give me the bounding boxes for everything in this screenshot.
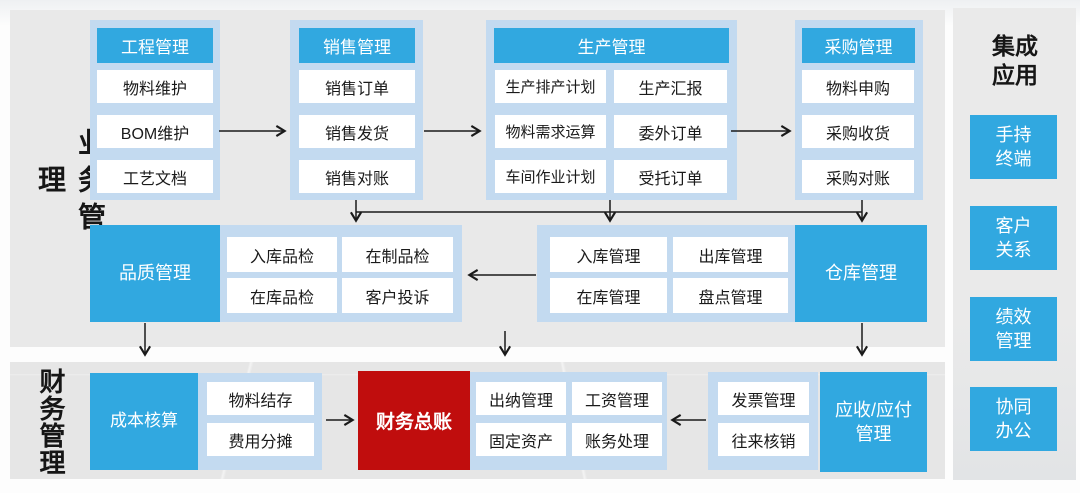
node-purchase-receipt: 采购收货 [802,115,914,148]
node-instock-management: 在库管理 [550,278,667,313]
node-production-report: 生产汇报 [614,70,727,103]
node-incoming-inspection: 入库品检 [227,237,337,272]
node-workshop-plan: 车间作业计划 [495,160,606,193]
quality-management-box: 品质管理 [90,225,220,322]
node-inprocess-inspection: 在制品检 [342,237,453,272]
node-accounting-processing: 账务处理 [572,423,662,456]
node-bom-maintenance: BOM维护 [97,115,213,148]
node-sales-order: 销售订单 [299,70,415,103]
ar-ap-management-label: 应收/应付管理 [834,399,912,444]
node-material-requisition: 物料申购 [802,70,914,103]
node-cashier-management: 出纳管理 [476,382,566,415]
cost-accounting-box: 成本核算 [90,373,198,470]
node-cost-allocation: 费用分摊 [207,423,314,456]
node-stock-inspection: 在库品检 [227,278,337,313]
node-sales-delivery: 销售发货 [299,115,415,148]
engineering-header: 工程管理 [97,28,213,63]
warehouse-management-box: 仓库管理 [795,225,927,322]
node-transaction-writeoff: 往来核销 [718,423,809,456]
finance-section-label: 财务管理 [36,368,66,476]
sales-header: 销售管理 [299,28,415,63]
app-collaborative-office: 协同办公 [970,387,1057,451]
node-outsourcing-order: 委外订单 [614,115,727,148]
node-mrp: 物料需求运算 [495,115,606,148]
node-material-balance: 物料结存 [207,382,314,415]
node-fixed-assets: 固定资产 [476,423,566,456]
procurement-header: 采购管理 [802,28,915,63]
node-outbound-management: 出库管理 [673,237,788,272]
node-sales-reconciliation: 销售对账 [299,160,415,193]
app-customer-relationship: 客户关系 [970,206,1057,270]
ar-ap-management-box: 应收/应付管理 [820,372,927,472]
node-purchase-reconciliation: 采购对账 [802,160,914,193]
node-invoice-management: 发票管理 [718,382,809,415]
node-payroll-management: 工资管理 [572,382,662,415]
node-consignment-order: 受托订单 [614,160,727,193]
general-ledger-box: 财务总账 [358,371,470,470]
node-process-document: 工艺文档 [97,160,213,193]
node-stocktake-management: 盘点管理 [673,278,788,313]
node-customer-complaint: 客户投诉 [342,278,453,313]
integration-title: 集成应用 [991,33,1038,88]
production-header: 生产管理 [494,28,729,63]
node-material-maintenance: 物料维护 [97,70,213,103]
node-production-schedule: 生产排产计划 [495,70,606,103]
app-performance-management: 绩效管理 [970,297,1057,361]
node-inbound-management: 入库管理 [550,237,667,272]
app-handheld-terminal: 手持终端 [970,115,1057,179]
